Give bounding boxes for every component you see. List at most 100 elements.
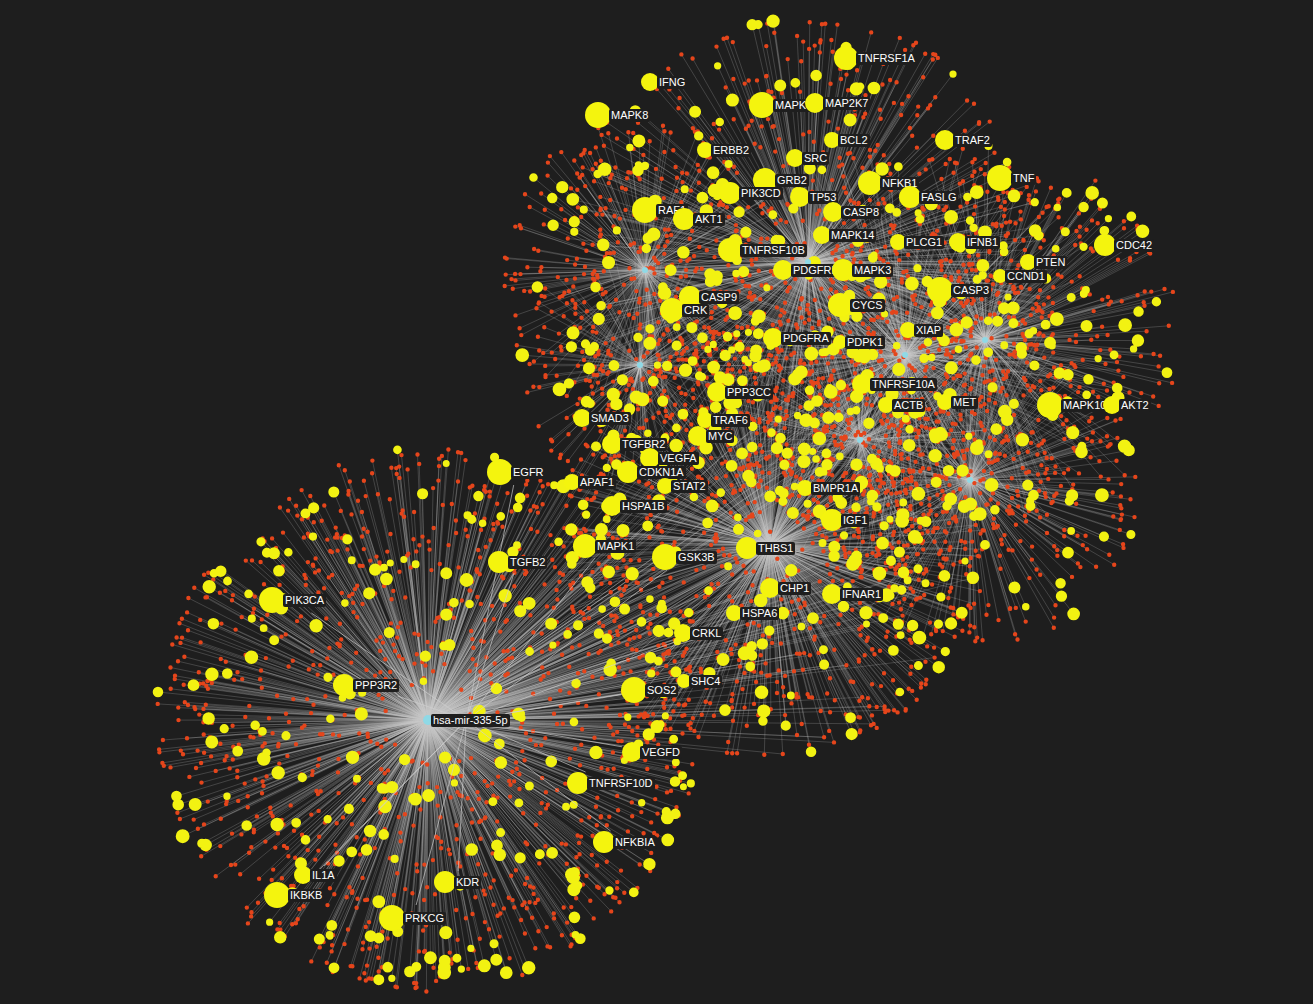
- gene-label: AKT1: [693, 213, 725, 226]
- gene-node: APAF1: [564, 474, 616, 490]
- gene-circle: [935, 130, 955, 150]
- gene-node: MAPK1: [573, 534, 636, 558]
- mirna-hubs: [425, 259, 988, 723]
- gene-node: TRAF6: [697, 412, 750, 428]
- gene-label: THBS1: [756, 542, 795, 555]
- gene-node: ACTB: [878, 397, 925, 413]
- gene-label: MAPK1: [595, 540, 636, 553]
- gene-circle: [852, 374, 872, 394]
- gene-label: PPP3R2: [353, 679, 399, 692]
- gene-circle: [488, 551, 510, 573]
- gene-node: BCL2: [824, 132, 870, 148]
- gene-node: PIK3CA: [259, 587, 326, 613]
- gene-label: TRAF6: [711, 414, 750, 427]
- gene-label: XIAP: [914, 324, 943, 337]
- gene-label: PDGFRA: [781, 332, 831, 345]
- gene-label: CASP8: [841, 206, 881, 219]
- gene-label: CHP1: [778, 582, 811, 595]
- gene-circle: [621, 677, 647, 703]
- gene-label: IKBKB: [288, 889, 324, 902]
- gene-label: MAPK14: [829, 229, 876, 242]
- gene-label: TNFRSF10A: [870, 378, 937, 391]
- gene-circle: [487, 459, 513, 485]
- gene-circle: [379, 905, 405, 931]
- gene-label: IFNAR1: [840, 588, 883, 601]
- gene-circle: [858, 171, 882, 195]
- gene-label: MAPK8: [609, 109, 650, 122]
- gene-node: MAPK10: [1037, 392, 1108, 418]
- gene-label: FASLG: [919, 191, 958, 204]
- gene-node: MET: [937, 394, 978, 410]
- gene-label: PDPK1: [845, 336, 885, 349]
- gene-node: MAPK8: [585, 102, 650, 128]
- gene-label: CASP9: [699, 291, 739, 304]
- gene-label: PLCG1: [904, 236, 944, 249]
- gene-node: PRKCG: [379, 905, 446, 931]
- gene-node: STAT2: [657, 478, 708, 494]
- gene-circle: [821, 509, 843, 531]
- gene-label: TNF: [1011, 172, 1036, 185]
- gene-node: TNFRSF1A: [834, 46, 917, 70]
- gene-node: CYCS: [828, 293, 885, 317]
- gene-label: TGFB2: [508, 556, 547, 569]
- gene-node: CRK: [660, 298, 709, 322]
- gene-node: CASP8: [823, 202, 881, 222]
- interaction-edge: [475, 570, 667, 714]
- mirna-node: hsa-mir-335-5p: [423, 714, 510, 727]
- gene-circle: [660, 298, 684, 322]
- gene-node: TGFB2: [488, 551, 547, 573]
- gene-circle: [790, 187, 810, 207]
- mirna-label: hsa-mir-335-5p: [431, 714, 510, 727]
- gene-node: SMAD3: [573, 409, 631, 427]
- gene-circle: [822, 584, 842, 604]
- gene-label: IFNG: [657, 76, 687, 89]
- gene-circle: [719, 182, 741, 204]
- gene-circle: [333, 674, 355, 696]
- gene-label: MAPK10: [1061, 399, 1108, 412]
- gene-circle: [749, 92, 775, 118]
- gene-label: MET: [951, 396, 978, 409]
- gene-label: PTEN: [1034, 256, 1067, 269]
- gene-label: GRB2: [775, 174, 809, 187]
- gene-node: AKT2: [1103, 396, 1151, 414]
- interaction-edge: [307, 727, 460, 883]
- gene-label: TRAF2: [953, 134, 992, 147]
- gene-circle: [834, 46, 858, 70]
- gene-label: TNFRSF10D: [587, 777, 655, 790]
- gene-node: XIAP: [900, 322, 943, 338]
- gene-node: THBS1: [736, 537, 795, 559]
- gene-circle: [434, 871, 456, 893]
- gene-label: BMPR1A: [811, 482, 860, 495]
- gene-dots: [153, 14, 1173, 985]
- gene-label: VEGFD: [640, 746, 682, 759]
- gene-node: CCND1: [993, 269, 1047, 283]
- gene-node: NFKBIA: [593, 831, 657, 853]
- gene-label: ACTB: [892, 399, 925, 412]
- gene-node: HSPA1B: [602, 496, 667, 516]
- gene-node: BMPR1A: [797, 480, 860, 496]
- gene-label: HSPA6: [740, 607, 779, 620]
- gene-circle: [602, 496, 622, 516]
- gene-node: SHC4: [677, 674, 722, 688]
- gene-label: CDC42: [1114, 239, 1154, 252]
- gene-label: CRK: [682, 304, 709, 317]
- gene-label: BCL2: [838, 134, 870, 147]
- gene-node: PDPK1: [833, 335, 885, 349]
- gene-node: CRKL: [674, 624, 723, 642]
- gene-node: IKBKB: [264, 882, 324, 908]
- interaction-edge: [481, 727, 585, 773]
- gene-circle: [567, 772, 589, 794]
- gene-circle: [688, 426, 708, 446]
- gene-label: PRKCG: [403, 912, 446, 925]
- gene-label: HSPA1B: [620, 500, 667, 513]
- gene-label: SHC4: [689, 675, 722, 688]
- gene-label: EGFR: [511, 466, 546, 479]
- gene-label: TNFRSF10B: [740, 244, 807, 257]
- gene-circle: [673, 208, 695, 230]
- gene-circle: [718, 238, 742, 262]
- gene-circle: [617, 461, 639, 483]
- gene-label: IL1A: [310, 869, 337, 882]
- gene-label: ERBB2: [711, 144, 751, 157]
- gene-label: AKT2: [1119, 399, 1151, 412]
